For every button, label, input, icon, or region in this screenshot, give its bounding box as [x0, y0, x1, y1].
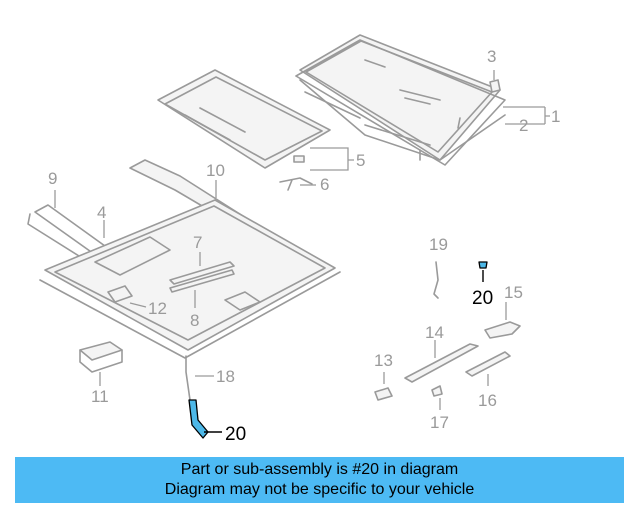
callout-15: 15	[504, 283, 523, 302]
highlighted-part-20-plug	[478, 261, 488, 269]
callout-13: 13	[374, 351, 393, 370]
callout-6: 6	[320, 175, 329, 194]
callout-4: 4	[97, 203, 106, 222]
callout-19: 19	[429, 235, 448, 254]
drain-hose-18	[185, 355, 191, 401]
clip-part-13	[374, 387, 393, 401]
bracket-part-15	[484, 321, 521, 339]
callout-3: 3	[487, 47, 496, 66]
guide-rails	[169, 261, 235, 293]
glass-seal	[299, 79, 506, 161]
callout-16: 16	[478, 391, 497, 410]
callout-2: 2	[519, 116, 528, 135]
callout-20-hose: 20	[225, 424, 246, 445]
callout-8: 8	[190, 311, 199, 330]
hose-part-19	[433, 261, 439, 299]
callout-9: 9	[48, 169, 57, 188]
callout-17: 17	[430, 413, 449, 432]
bracket-part-6	[279, 177, 313, 191]
roof-frame	[39, 199, 341, 359]
glass-panel	[295, 34, 506, 166]
sunshade-panel	[157, 69, 331, 169]
callout-18: 18	[216, 367, 235, 386]
callout-7: 7	[193, 233, 202, 252]
callout-5: 5	[356, 151, 365, 170]
callout-14: 14	[425, 323, 444, 342]
callout-11: 11	[91, 387, 109, 406]
highlight-leaders	[204, 270, 484, 433]
callout-20-plug: 20	[472, 288, 493, 309]
banner-line-1: Part or sub-assembly is #20 in diagram	[180, 461, 459, 478]
info-banner: Part or sub-assembly is #20 in diagram D…	[15, 457, 624, 503]
bracket-part-5	[293, 155, 305, 163]
arm-part-16	[465, 351, 511, 377]
clip-part-17	[431, 385, 443, 397]
leader-lines	[54, 70, 550, 410]
switch-part-11	[79, 341, 123, 373]
callout-1: 1	[551, 107, 560, 126]
motor-part-14	[404, 343, 479, 383]
clip-part-3	[489, 79, 501, 93]
banner-line-2: Diagram may not be specific to your vehi…	[164, 481, 475, 498]
callout-12: 12	[148, 299, 167, 318]
callout-10: 10	[206, 161, 225, 180]
